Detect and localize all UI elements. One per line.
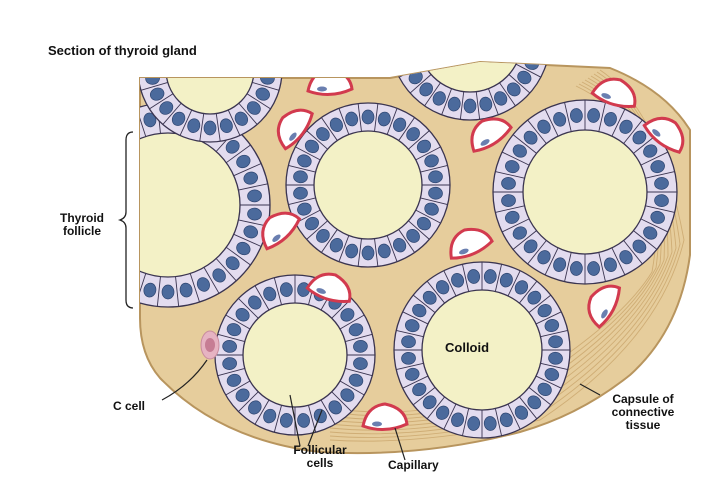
cell-boundary bbox=[239, 16, 257, 37]
nucleus bbox=[515, 0, 533, 11]
cell-boundary bbox=[410, 0, 431, 6]
colloid bbox=[314, 131, 422, 239]
label-capsule: Capsule of connective tissue bbox=[600, 393, 686, 432]
nucleus bbox=[108, 125, 126, 143]
nucleus bbox=[407, 0, 425, 11]
nucleus bbox=[77, 170, 94, 186]
colloid bbox=[166, 26, 254, 114]
nucleus bbox=[124, 276, 141, 294]
cell-boundary bbox=[516, 3, 541, 16]
nucleus bbox=[74, 189, 89, 202]
nucleus bbox=[400, 55, 417, 71]
cell-boundary bbox=[180, 5, 192, 30]
cell-boundary bbox=[520, 52, 547, 59]
cell-boundary bbox=[75, 164, 102, 176]
colloid bbox=[96, 133, 240, 277]
nucleus bbox=[523, 8, 540, 24]
nucleus bbox=[204, 5, 216, 19]
nucleus bbox=[464, 99, 476, 113]
nucleus bbox=[84, 153, 102, 170]
colloid bbox=[523, 130, 647, 254]
nucleus bbox=[254, 38, 272, 55]
nucleus bbox=[219, 6, 234, 23]
cell-boundary bbox=[392, 52, 419, 59]
c-cells bbox=[201, 331, 219, 359]
label-follicular-cells: Follicular cells bbox=[280, 444, 360, 470]
nucleus bbox=[162, 285, 174, 299]
label-c-cell: C cell bbox=[113, 400, 145, 413]
capillary-nucleus bbox=[317, 87, 327, 92]
nucleus bbox=[362, 246, 374, 260]
cell-boundary bbox=[200, 0, 204, 26]
cell-boundary bbox=[68, 184, 97, 190]
cell-boundary bbox=[216, 0, 220, 26]
capillary bbox=[308, 69, 352, 95]
nucleus bbox=[108, 266, 126, 284]
nucleus bbox=[528, 25, 543, 39]
cell-boundary bbox=[509, 0, 530, 6]
nucleus bbox=[245, 23, 263, 41]
capillary-wall bbox=[308, 69, 352, 95]
cell-boundary bbox=[392, 21, 419, 28]
cell-boundary bbox=[163, 16, 181, 37]
colloid bbox=[243, 303, 347, 407]
nucleus bbox=[397, 25, 412, 39]
cell-boundary bbox=[100, 129, 120, 151]
c-cell-nucleus bbox=[205, 338, 215, 352]
cell-boundary bbox=[85, 145, 109, 163]
nucleus bbox=[362, 110, 374, 124]
nucleus bbox=[397, 41, 412, 55]
nucleus bbox=[260, 55, 276, 69]
follicle bbox=[138, 0, 282, 142]
nucleus bbox=[204, 121, 216, 135]
label-colloid: Colloid bbox=[445, 341, 489, 354]
nucleus bbox=[94, 254, 112, 272]
label-line: follicle bbox=[42, 225, 122, 238]
capillary-nucleus bbox=[372, 422, 382, 427]
follicle bbox=[286, 103, 450, 267]
diagram-title: Section of thyroid gland bbox=[48, 44, 197, 57]
cell-boundary bbox=[85, 247, 109, 265]
nucleus bbox=[233, 12, 251, 30]
cell-boundary bbox=[100, 259, 120, 281]
nucleus bbox=[186, 6, 201, 23]
cell-boundary bbox=[228, 5, 240, 30]
cell-boundary bbox=[247, 31, 271, 46]
cell-boundary bbox=[520, 21, 547, 28]
label-thyroid-follicle: Thyroid follicle bbox=[42, 212, 122, 238]
nucleus bbox=[400, 9, 417, 25]
nucleus bbox=[170, 12, 188, 30]
nucleus bbox=[84, 240, 102, 257]
cell-boundary bbox=[117, 267, 132, 293]
cell-boundary bbox=[252, 50, 279, 58]
nucleus bbox=[157, 23, 175, 41]
label-line: cells bbox=[280, 457, 360, 470]
nucleus bbox=[94, 138, 112, 156]
cell-boundary bbox=[117, 117, 132, 143]
cell-boundary bbox=[399, 3, 424, 16]
label-capillary: Capillary bbox=[388, 459, 439, 472]
label-line: tissue bbox=[600, 419, 686, 432]
nucleus bbox=[528, 41, 543, 55]
